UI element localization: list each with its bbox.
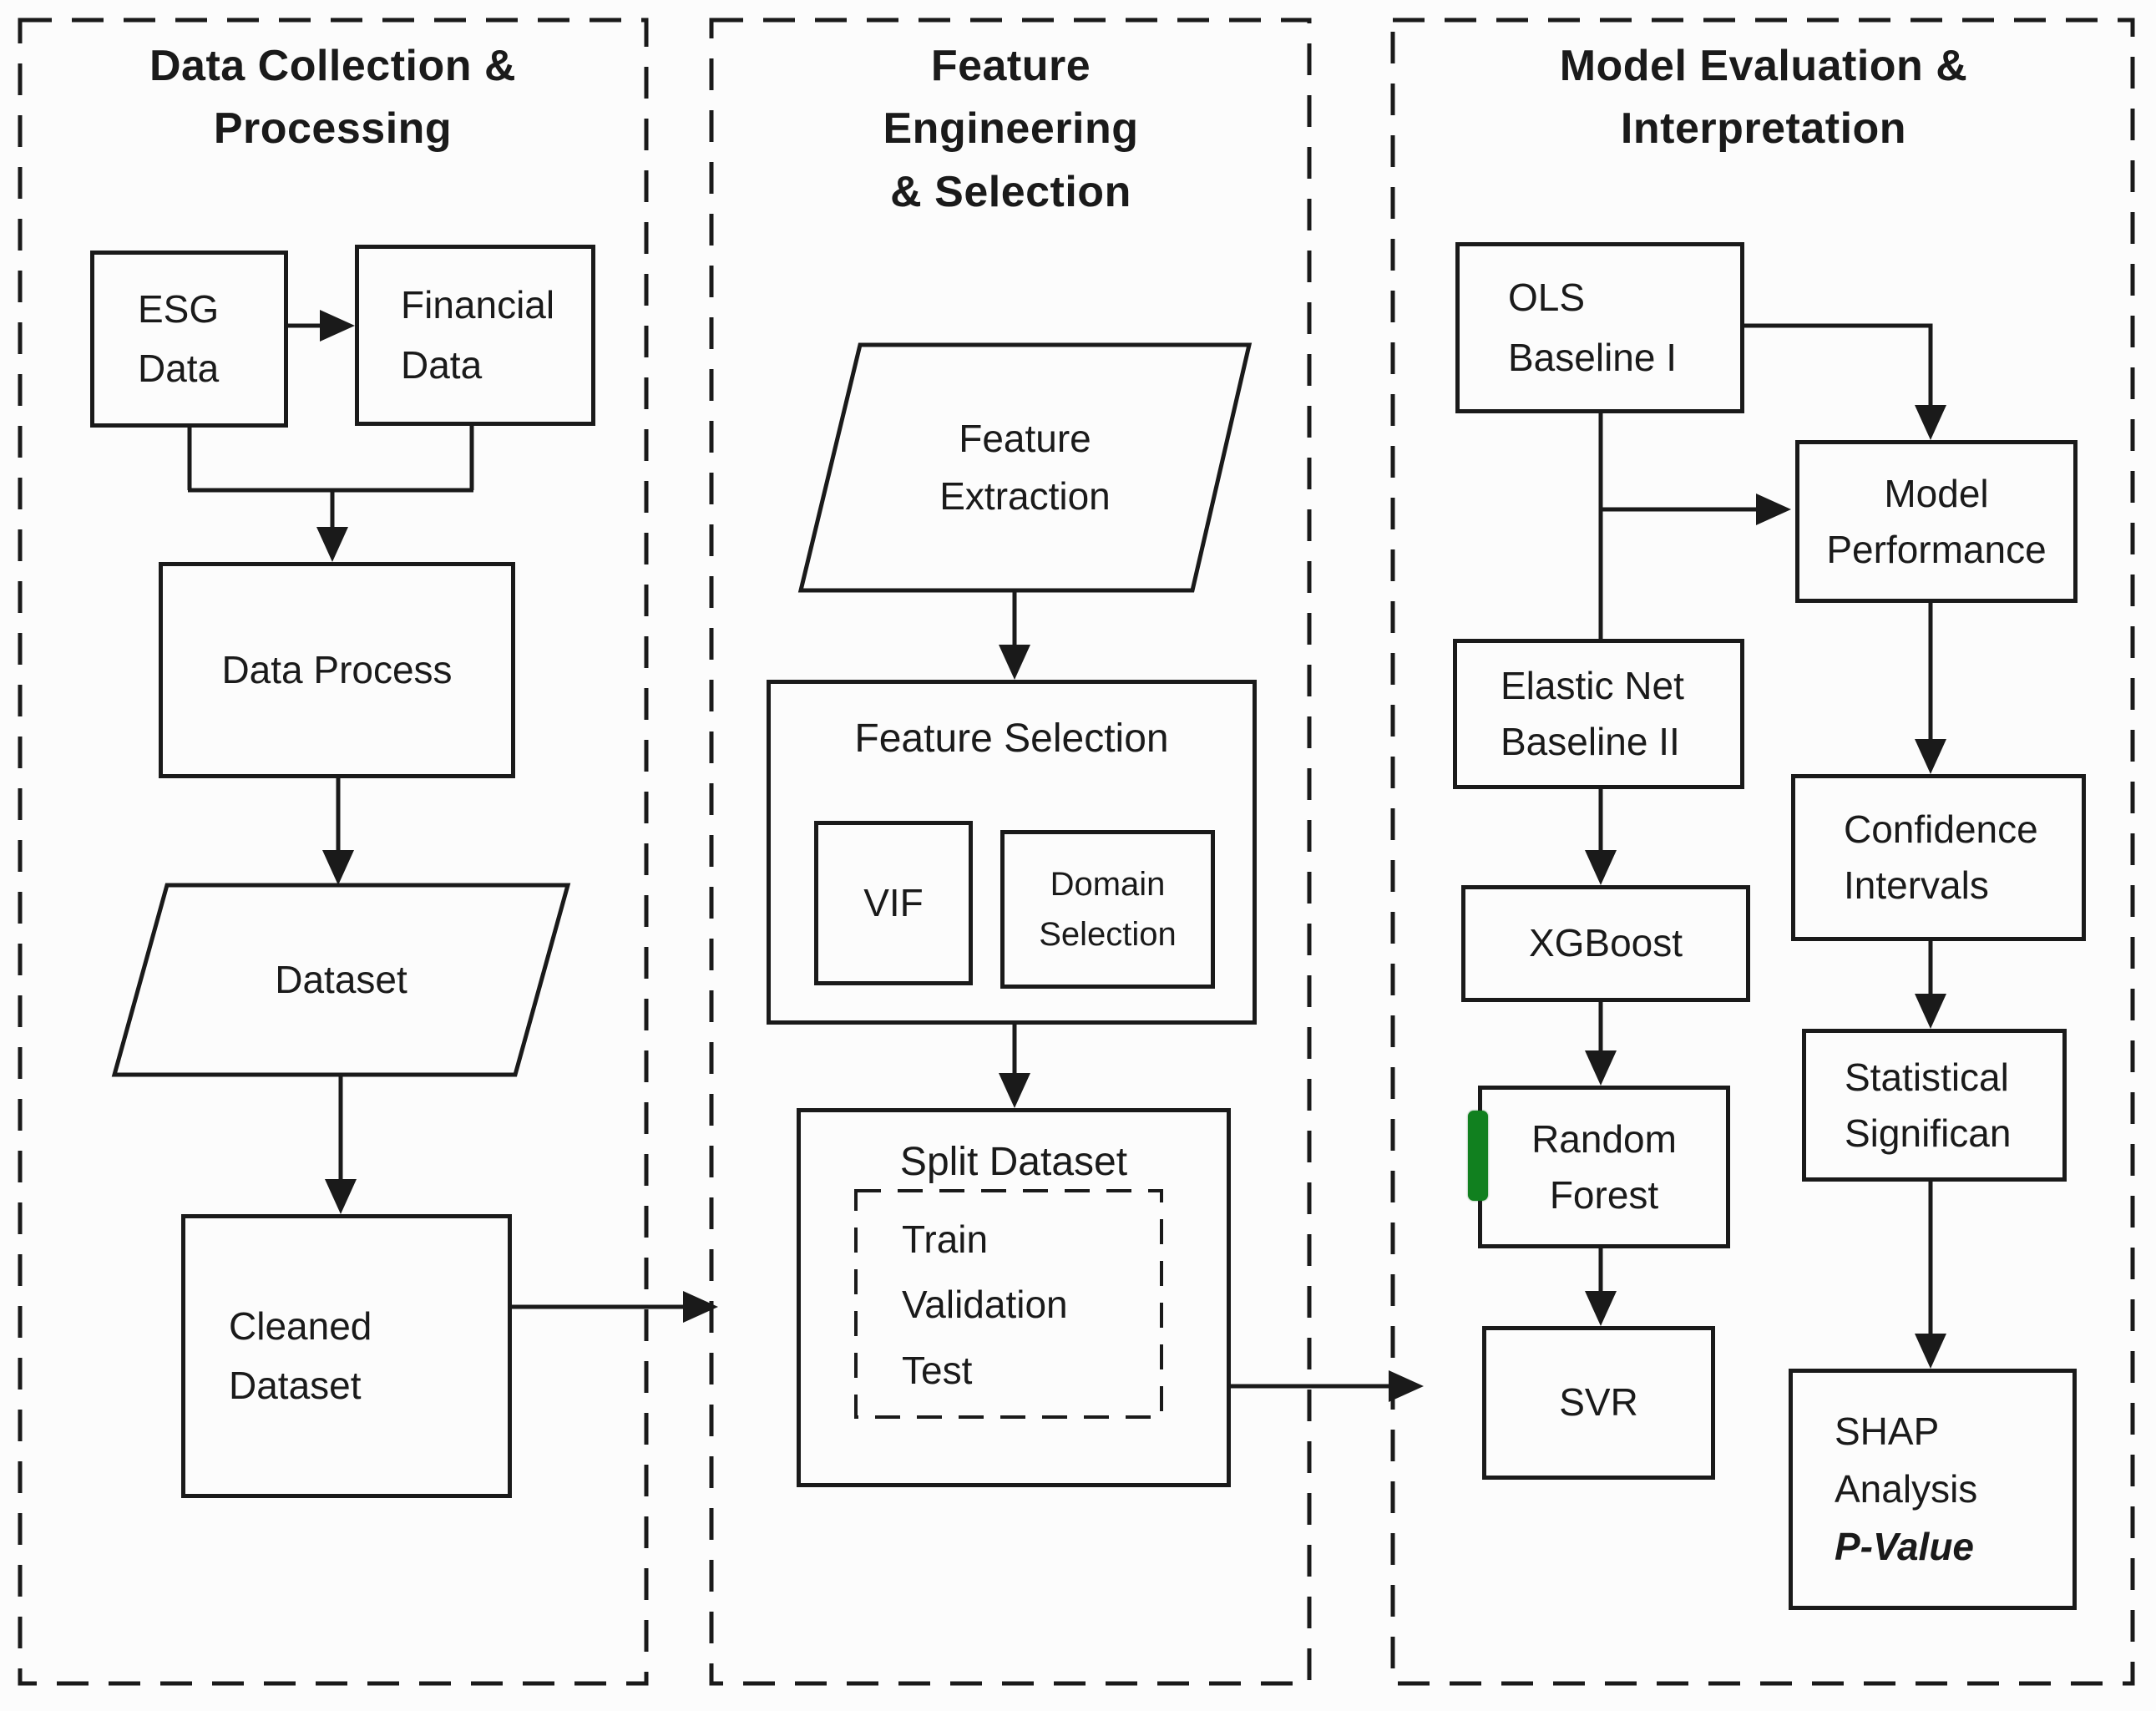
node-esg-data-label: ESG Data xyxy=(138,286,220,390)
node-xgboost-label: XGBoost xyxy=(1528,921,1683,965)
node-financial-data-label: Financial Data xyxy=(401,283,555,387)
node-svr: SVR xyxy=(1482,1326,1715,1480)
arrowhead-branch-to-model-performance xyxy=(1756,494,1791,525)
arrowhead-to-confidence xyxy=(1915,739,1946,774)
arrowhead-to-feature-selection xyxy=(999,645,1030,680)
dataset-parallelogram xyxy=(111,883,571,1077)
node-data-process: Data Process xyxy=(159,562,515,778)
elbow-ols-to-model-performance xyxy=(1744,323,1933,408)
node-xgboost: XGBoost xyxy=(1461,885,1750,1002)
arrowhead-split-to-panel3 xyxy=(1389,1370,1424,1402)
panel-border-feature-engineering xyxy=(709,18,1312,1686)
arrowhead-to-data-process xyxy=(316,527,348,562)
node-shap-analysis-label: SHAP Analysis xyxy=(1835,1410,1978,1511)
arrowhead-esg-to-financial xyxy=(320,310,355,342)
node-esg-data: ESG Data xyxy=(90,251,288,428)
node-confidence-intervals: Confidence Intervals xyxy=(1791,774,2086,941)
node-feature-selection-label: Feature Selection xyxy=(854,716,1169,761)
node-model-performance: Model Performance xyxy=(1795,440,2078,603)
node-domain-selection: Domain Selection xyxy=(1000,830,1215,989)
node-split-dataset-group: Split Dataset xyxy=(797,1108,1231,1487)
node-cleaned-dataset-label: Cleaned Dataset xyxy=(229,1303,372,1407)
node-train-validation-test-label: Train Validation Test xyxy=(902,1217,1068,1392)
panel-border-model-evaluation xyxy=(1390,18,2135,1686)
node-split-dataset-label: Split Dataset xyxy=(899,1140,1128,1184)
node-data-process-label: Data Process xyxy=(221,647,453,691)
arrowhead-to-cleaned xyxy=(325,1179,357,1214)
panel-title-feature-engineering: Feature Engineering & Selection xyxy=(883,42,1139,216)
arrowhead-to-xgboost xyxy=(1585,850,1617,885)
node-statistical-significance-label: Statistical Significan xyxy=(1845,1055,2012,1155)
node-domain-selection-label: Domain Selection xyxy=(1039,866,1177,953)
node-vif: VIF xyxy=(814,821,973,985)
node-ols-baseline-1-label: OLS Baseline I xyxy=(1508,276,1678,379)
node-random-forest: Random Forest xyxy=(1478,1086,1730,1248)
node-statistical-significance: Statistical Significan xyxy=(1802,1029,2067,1182)
arrowhead-to-shap xyxy=(1915,1334,1946,1369)
train-validation-test-dashed-box xyxy=(854,1189,1163,1419)
node-feature-extraction-label: Feature Extraction xyxy=(939,417,1111,518)
panel-border-data-collection xyxy=(18,18,649,1686)
green-highlight-mark xyxy=(1468,1111,1488,1201)
arrowhead-elbow-to-model-performance xyxy=(1915,405,1946,440)
feature-extraction-parallelogram xyxy=(797,342,1253,593)
node-model-performance-label: Model Performance xyxy=(1826,471,2047,571)
node-random-forest-label: Random Forest xyxy=(1531,1116,1677,1217)
arrowhead-to-svr xyxy=(1585,1291,1617,1326)
node-feature-selection-group: Feature Selection xyxy=(767,680,1257,1025)
node-vif-label: VIF xyxy=(863,880,924,924)
node-dataset-label: Dataset xyxy=(275,958,407,1001)
node-svr-label: SVR xyxy=(1559,1380,1638,1425)
panel-title-data-collection: Data Collection & Processing xyxy=(149,42,516,154)
node-cleaned-dataset: Cleaned Dataset xyxy=(181,1214,512,1498)
node-p-value-label: P-Value xyxy=(1835,1525,1975,1568)
arrowhead-to-statistical xyxy=(1915,994,1946,1029)
panel-title-model-evaluation: Model Evaluation & Interpretation xyxy=(1559,42,1968,154)
node-ols-baseline-1: OLS Baseline I xyxy=(1455,242,1744,413)
arrowhead-to-split-dataset xyxy=(999,1073,1030,1108)
node-confidence-intervals-label: Confidence Intervals xyxy=(1844,807,2038,907)
node-elastic-net-baseline-2: Elastic Net Baseline II xyxy=(1453,639,1744,789)
node-financial-data: Financial Data xyxy=(355,245,595,426)
node-shap-analysis: SHAP Analysis P-Value xyxy=(1789,1369,2077,1610)
node-shap-analysis-content: SHAP Analysis P-Value xyxy=(1793,1403,1977,1576)
arrowhead-cleaned-to-panel2 xyxy=(683,1291,718,1323)
arrowhead-to-random-forest xyxy=(1585,1050,1617,1086)
arrowhead-to-dataset xyxy=(322,850,354,885)
node-elastic-net-baseline-2-label: Elastic Net Baseline II xyxy=(1501,664,1684,763)
